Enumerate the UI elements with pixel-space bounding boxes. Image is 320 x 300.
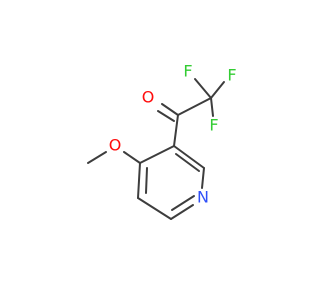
bond-cf3-f-bottom [210, 97, 214, 117]
bond-omethoxy-ch3 [87, 151, 107, 164]
atom-labels: F F F O O N [109, 62, 237, 207]
bond-c2-n [201, 167, 205, 189]
bond-c3-c4 [139, 145, 175, 164]
bond-c3-c2 [173, 145, 205, 169]
bond-cf3-f-top-right [210, 81, 225, 99]
bonds [87, 78, 225, 220]
molecule-drawing: F F F O O N [87, 62, 237, 220]
bond-c4-omethoxy [123, 151, 141, 164]
atom-o-carbonyl: O [142, 88, 155, 107]
bond-n-c6-inner [171, 195, 195, 211]
bond-c5-c4-inner [145, 167, 148, 194]
bond-cf3-carbonyl [177, 97, 212, 116]
bond-carbonyl-o-1 [161, 103, 179, 116]
atom-n-ring: N [197, 188, 209, 207]
bond-n-c6 [170, 204, 194, 220]
atom-f-top-left: F [183, 62, 192, 81]
bond-carbonyl-ring [173, 114, 179, 147]
atom-f-bottom: F [209, 116, 218, 135]
bond-carbonyl-o-2 [157, 110, 175, 122]
bond-c2-c2-inner [175, 153, 200, 172]
atom-o-methoxy: O [109, 136, 122, 155]
bond-c5-c4 [137, 162, 141, 199]
structure-canvas: F F F O O N [87, 61, 237, 220]
atom-f-top-right: F [227, 66, 236, 85]
bond-c6-c5 [137, 197, 172, 220]
bond-cf3-f-top-left [194, 78, 212, 99]
